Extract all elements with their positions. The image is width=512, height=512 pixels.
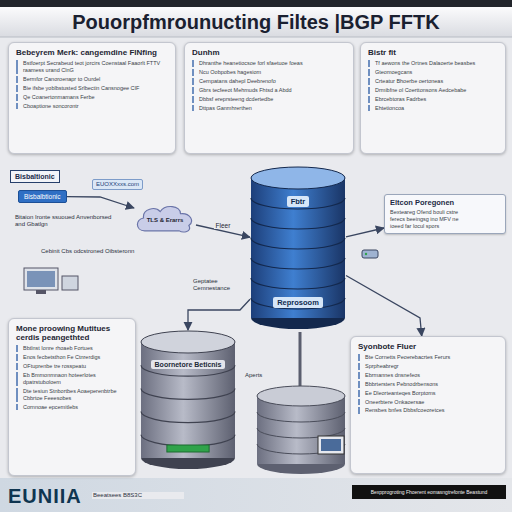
footer-band [0,478,512,512]
database-cylinder: FbtrReprosoom [250,166,346,330]
info-panel: DunhmDhranthe heanetiocsoe forl sfaetuoe… [184,42,354,154]
node-text: Bermfor Canoroenapr to Ourdel [16,76,168,83]
info-panel: Mone proowing Mutitues cerdis peangethte… [8,318,136,476]
node-text: Bbbrtersters Pebnodrbensons [358,381,498,388]
title-band [0,0,512,7]
node-text: Ncu Oobpobes hagesiom [192,69,346,76]
connector [346,228,384,237]
tag-box: Bisbalbtionic [18,190,67,203]
cylinder-outline [140,330,236,470]
node-text: Enos fecbetsthon Fe Ctnrerdigs [16,354,128,361]
node-text: ferecs beeingsg ino MFV ne [390,216,500,223]
node-text: Dttpas Ganmhrerthen [192,105,346,112]
node-heading: Bebeyrem Merk: cangemdine FINfing [16,48,168,57]
note-text: Aperts [244,372,263,379]
node-text: Reprosoom [273,297,323,308]
node-text: Tf aewons the Ortnes Dalaoerte beasbes [368,60,498,67]
brand-name: EUNIIA [8,484,82,508]
node-text: Dbbsf ereprsteeng dcdertedbe [192,96,346,103]
node-text: Ebrmannes dnsnefeos [358,372,498,379]
node-heading: Fbtr [287,196,310,207]
node-heading: Dunhm [192,48,346,57]
connector [188,299,250,330]
node-text: Bie ifsbe yoblbstusted Srlbectin Cansnog… [16,85,168,92]
monitor-icon [24,268,78,294]
node-text: Eb Bmmonmnaon hoteerlotes dpatrstuboloem [16,372,128,386]
note-text: Cebinit Cbs odcstroned Oibsteronn [40,248,162,255]
info-panel: Bebeyrem Merk: cangemdine FINfingBstfoer… [8,42,176,154]
router-icon [362,250,378,258]
node-text: Dte tesiun Stnbortbes Aoaeperenbtrbe Cbb… [16,388,128,402]
node-heading: TLS & Erarrs [147,217,184,223]
note-text: Geptatee Cemnestance [192,278,246,292]
title-rule [0,37,512,38]
node-text: Ehtetioncoa [368,105,498,112]
node-text: Gbrs tecfeeot Mehmuds Fhtsd a Abdd [192,87,346,94]
node-text: Bbtlnst Ionre rhoaeb Fortues [16,345,128,352]
network-cloud: TLS & Erarrs [134,203,196,233]
node-text: Drmibfne ol Coerttonsons Aedcebabe [368,87,498,94]
url-badge: EUOXXxxs.com [92,179,143,190]
node-text: Cboaptione soncorontr [16,103,168,110]
node-text: Oneerbtere Onkaoersae [358,399,498,406]
connector [67,197,135,208]
database-cylinder: Boornetore Beticnis [140,330,236,470]
storage-cylinder [257,386,345,474]
node-heading: Mone proowing Mutitues cerdis peangethte… [16,324,128,342]
info-panel: Bistr fit Tf aewons the Ortnes Dalaoerte … [360,42,506,154]
version-text: Beeatsees B8S3C [92,492,184,499]
node-heading: Syonbote Fluer [358,342,498,351]
pipe [299,332,302,388]
connector [346,276,422,337]
node-text: Crteatur Bhoerbe oertoneas [368,78,498,85]
node-text: Rensbes bnfes Dbbsfcoeoretces [358,407,498,414]
info-panel: Syonbote FluerBte Cornetts Peoerebacrtes… [350,336,506,474]
title-text: Pouorpfmrounucting Filtes |BGP FFTK [0,8,512,36]
node-text: Qe Coanertonmamans Ferbe [16,94,168,101]
node-heading: Bisbaltionic [15,173,55,180]
node-text: ioeed far locul spors [390,223,500,230]
note-text: Bitaion Ironte ssuoued Anvenborsed and G… [14,214,116,228]
node-heading: Boornetore Beticnis [151,360,226,369]
node-text: Cornnoae epcemitlebs [16,404,128,411]
node-text: Cernpatans dahepl Deebrenofo [192,78,346,85]
node-text: Ebrcebtoras Fadrbes [368,96,498,103]
node-text: Sprpheabregr [358,363,498,370]
node-text: Gteomoegcans [368,69,498,76]
node-heading: Bisbalbtionic [24,193,61,200]
tag-box: Bisbaltionic [10,170,60,183]
node-text: OFtuprenbe tre rosspeatu [16,363,128,370]
node-heading: Bistr fit [368,48,498,57]
node-text: Bstfoerpt Secrabeud teot jorcirs Coensta… [16,60,168,74]
node-text: Dhranthe heanetiocsoe forl sfaetuoe foea… [192,60,346,67]
edge-label: Fleer [214,222,233,229]
node-text: Bte Cornetts Peoerebacrtes Ferurs [358,354,498,361]
title-ground [0,7,512,37]
footer-note: Bexpprogroting Fhoerent eomasngtrefonte … [352,486,506,498]
node-heading: Eltcon Poregonen [390,198,500,207]
footer-bar [352,485,506,499]
node-text: Bexteareg Ofend bouli cstre [390,209,500,216]
node-text: Ee Dleorteanteqes Borptoms [358,390,498,397]
process-box: Eltcon PoregonenBexteareg Ofend bouli cs… [384,194,506,234]
